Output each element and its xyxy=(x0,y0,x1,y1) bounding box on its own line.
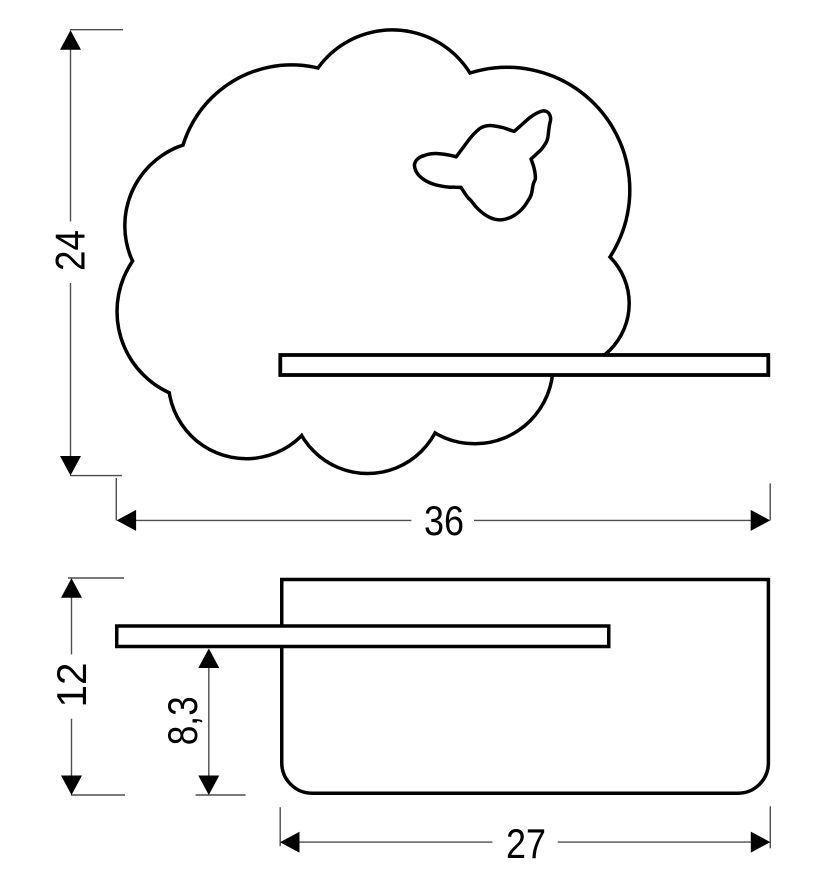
svg-text:36: 36 xyxy=(424,497,464,544)
svg-text:24: 24 xyxy=(47,230,94,271)
svg-text:8,3: 8,3 xyxy=(159,696,206,745)
svg-text:12: 12 xyxy=(48,663,95,708)
svg-text:27: 27 xyxy=(506,820,546,867)
